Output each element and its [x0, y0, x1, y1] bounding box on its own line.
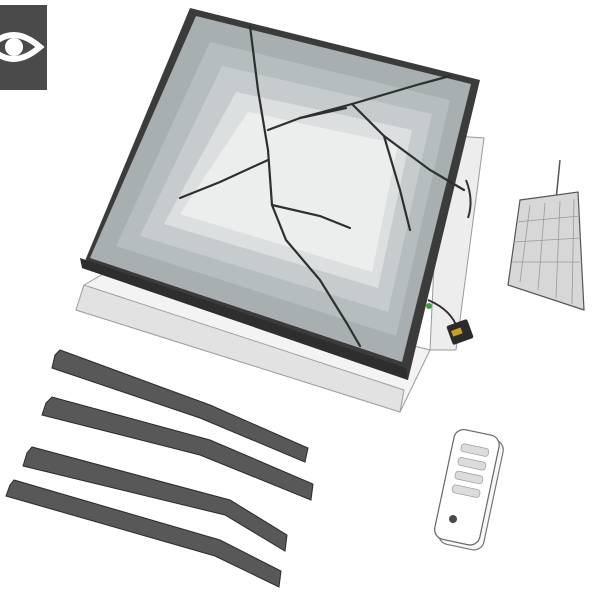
product-image — [0, 0, 600, 595]
remote-control-icon — [0, 0, 600, 595]
